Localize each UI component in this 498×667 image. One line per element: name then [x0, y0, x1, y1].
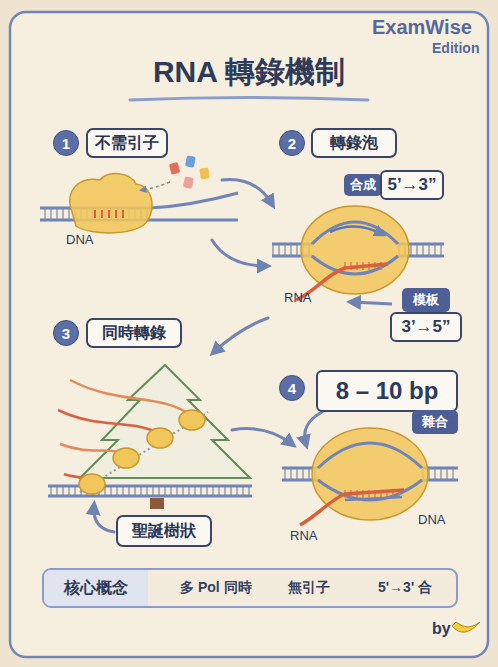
- rna-dna-hybrid: [345, 497, 402, 500]
- polymerase-no-primer: [95, 210, 123, 218]
- rna-dna-hybrid: [318, 480, 422, 500]
- legend-text: 無引子: [288, 579, 330, 597]
- concept-bar-text: 核心概念: [44, 570, 148, 606]
- christmas-tree: [58, 410, 160, 434]
- flow-arrow: [94, 506, 114, 532]
- step-heading: 轉錄泡: [311, 128, 397, 158]
- credit-text: by: [432, 620, 451, 638]
- christmas-tree: [79, 474, 105, 494]
- page-title: RNA 轉錄機制: [0, 52, 498, 93]
- legend-text: 多 Pol 同時: [180, 579, 252, 597]
- strand-label: DNA: [418, 512, 445, 527]
- step-number: 2: [279, 130, 305, 156]
- christmas-tree: [48, 486, 252, 496]
- flow-arrow: [305, 412, 322, 444]
- step-number: 4: [279, 375, 305, 401]
- flow-arrow: [222, 180, 272, 205]
- direction-tag-text: 模板: [402, 288, 450, 312]
- flow-arrow: [214, 318, 268, 352]
- rna-dna-hybrid: [282, 428, 458, 525]
- pattern-label: 聖誕樹狀: [116, 515, 212, 547]
- polymerase-no-primer: [199, 167, 209, 179]
- transcription-bubble: [312, 222, 398, 244]
- rna-dna-hybrid: [300, 490, 404, 525]
- polymerase-no-primer: [169, 162, 181, 175]
- step-number: 1: [53, 130, 79, 156]
- step-heading-text: 同時轉錄: [88, 320, 180, 346]
- direction-tag-text: 5’→3”: [380, 170, 444, 200]
- brand-edition: Edition: [432, 40, 479, 56]
- transcription-bubble: [352, 302, 392, 304]
- direction-tag: 模板3’→5”: [390, 288, 462, 344]
- hybrid-callout-text: 雜合: [412, 410, 458, 434]
- transcription-bubble: [301, 206, 409, 294]
- rna-dna-hybrid: [318, 443, 422, 468]
- strand-label: DNA: [66, 232, 93, 247]
- direction-tag-text: 3’→5”: [390, 312, 462, 342]
- flow-arrow: [232, 429, 292, 444]
- christmas-tree: [179, 410, 205, 430]
- hybrid-callout: 8 – 10 bp雜合: [316, 370, 458, 436]
- banana-icon: [452, 622, 480, 632]
- flow-arrow: [212, 240, 266, 266]
- christmas-tree: [113, 448, 139, 468]
- brand-name: ExamWise: [372, 16, 472, 39]
- polymerase-no-primer: [70, 174, 152, 233]
- pattern-label-text: 聖誕樹狀: [118, 517, 210, 545]
- strand-label: RNA: [284, 290, 311, 305]
- step-heading-text: 不需引子: [88, 130, 166, 156]
- christmas-tree: [48, 486, 252, 496]
- hybrid-callout-text: 8 – 10 bp: [316, 370, 458, 412]
- step-heading-text: 轉錄泡: [313, 130, 395, 156]
- polymerase-no-primer: [185, 155, 196, 167]
- page-frame: [10, 12, 488, 657]
- christmas-tree: [70, 380, 192, 416]
- step-heading: 不需引子: [86, 128, 168, 158]
- transcription-bubble: [330, 226, 382, 234]
- christmas-tree: [147, 428, 173, 448]
- polymerase-no-primer: [183, 176, 194, 189]
- step-number-text: 4: [280, 376, 304, 400]
- legend-text: 5'→3' 合: [378, 579, 432, 597]
- rna-dna-hybrid: [312, 428, 428, 520]
- polymerase-no-primer: [40, 155, 238, 232]
- step-number-text: 2: [280, 131, 304, 155]
- step-number-text: 1: [54, 131, 78, 155]
- strand-label: RNA: [290, 528, 317, 543]
- christmas-tree: [150, 498, 164, 509]
- step-number-text: 3: [54, 321, 78, 345]
- direction-tag-text: 合成: [344, 174, 382, 196]
- direction-tag: 合成5’→3”: [344, 170, 444, 200]
- banana-icon: [452, 622, 480, 632]
- polymerase-no-primer: [142, 182, 170, 190]
- page-frame: [130, 98, 368, 101]
- step-number: 3: [53, 320, 79, 346]
- christmas-tree: [48, 365, 252, 509]
- step-heading: 同時轉錄: [86, 318, 182, 348]
- page-frame: [10, 12, 488, 657]
